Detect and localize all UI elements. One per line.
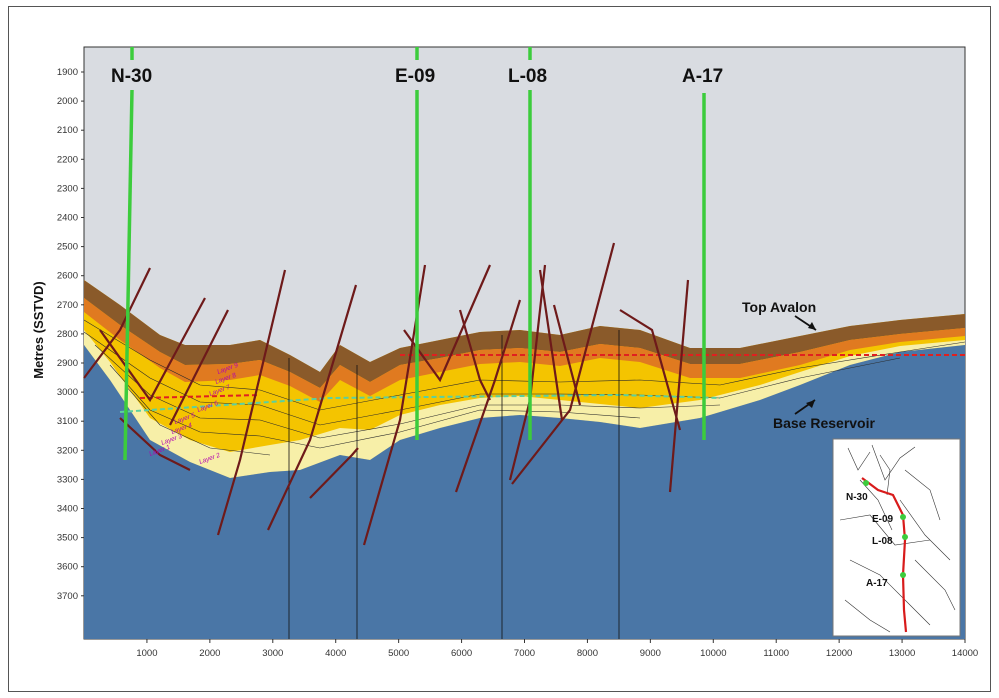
- y-tick-label: 3200: [57, 445, 78, 456]
- well-label-l08: L-08: [508, 66, 547, 87]
- well-label-e09: E-09: [395, 66, 435, 87]
- x-tick-label: 9000: [640, 648, 661, 659]
- x-tick-label: 2000: [199, 648, 220, 659]
- y-tick-label: 3400: [57, 504, 78, 515]
- y-tick-label: 3600: [57, 562, 78, 573]
- y-tick-label: 3700: [57, 591, 78, 602]
- inset-label-l08: L-08: [872, 536, 893, 547]
- y-tick-label: 3100: [57, 416, 78, 427]
- y-axis-title: Metres (SSTVD): [31, 281, 46, 379]
- base-marker-line: [119, 393, 721, 413]
- y-tick-label: 2400: [57, 213, 78, 224]
- x-tick-label: 3000: [262, 648, 283, 659]
- y-tick-label: 3500: [57, 533, 78, 544]
- inset-map: N-30 E-09 L-08 A-17: [832, 438, 961, 637]
- arrowhead-icon: [808, 322, 816, 330]
- faults: [83, 242, 690, 546]
- x-tick-label: 7000: [514, 648, 535, 659]
- x-tick-label: 12000: [826, 648, 852, 659]
- x-tick-label: 1000: [136, 648, 157, 659]
- top-avalon-label: Top Avalon: [742, 299, 816, 315]
- y-tick-label: 2000: [57, 96, 78, 107]
- well-label-n30: N-30: [111, 66, 152, 87]
- y-tick-label: 3300: [57, 474, 78, 485]
- y-tick-label: 2300: [57, 183, 78, 194]
- y-tick-label: 2800: [57, 329, 78, 340]
- orange-band: [84, 298, 965, 402]
- x-tick-label: 4000: [325, 648, 346, 659]
- y-tick-label: 1900: [57, 67, 78, 78]
- y-tick-label: 2600: [57, 271, 78, 282]
- y-tick-label: 2700: [57, 300, 78, 311]
- x-tick-label: 11000: [763, 648, 789, 659]
- x-axis-ticks: 1000 2000 3000 4000 5000 6000 7000 8000 9000 1000…: [136, 639, 978, 659]
- inset-label-n30: N-30: [846, 492, 868, 503]
- top-avalon-band: [84, 280, 965, 388]
- y-tick-label: 3000: [57, 387, 78, 398]
- well-paths: [123, 47, 706, 461]
- pale-lower-layers: [84, 330, 965, 478]
- y-tick-label: 2200: [57, 154, 78, 165]
- x-tick-label: 6000: [451, 648, 472, 659]
- x-tick-label: 13000: [889, 648, 915, 659]
- y-axis-ticks: 1900 2000 2100 2200 2300 2400 2500 2600 2700 2800…: [57, 67, 84, 602]
- y-tick-label: 2100: [57, 125, 78, 136]
- top-marker-line: [139, 354, 965, 399]
- x-tick-label: 10000: [700, 648, 726, 659]
- arrowhead-icon: [806, 400, 815, 408]
- y-tick-label: 2900: [57, 358, 78, 369]
- basement: [84, 345, 965, 639]
- inset-label-e09: E-09: [872, 514, 894, 525]
- x-tick-label: 8000: [577, 648, 598, 659]
- base-reservoir-label: Base Reservoir: [773, 415, 876, 431]
- x-tick-label: 14000: [952, 648, 978, 659]
- x-tick-label: 5000: [388, 648, 409, 659]
- y-tick-label: 2500: [57, 242, 78, 253]
- section-joins: [288, 330, 620, 639]
- reservoir-package: [84, 280, 965, 478]
- well-label-a17: A-17: [682, 66, 723, 87]
- inset-label-a17: A-17: [866, 578, 888, 589]
